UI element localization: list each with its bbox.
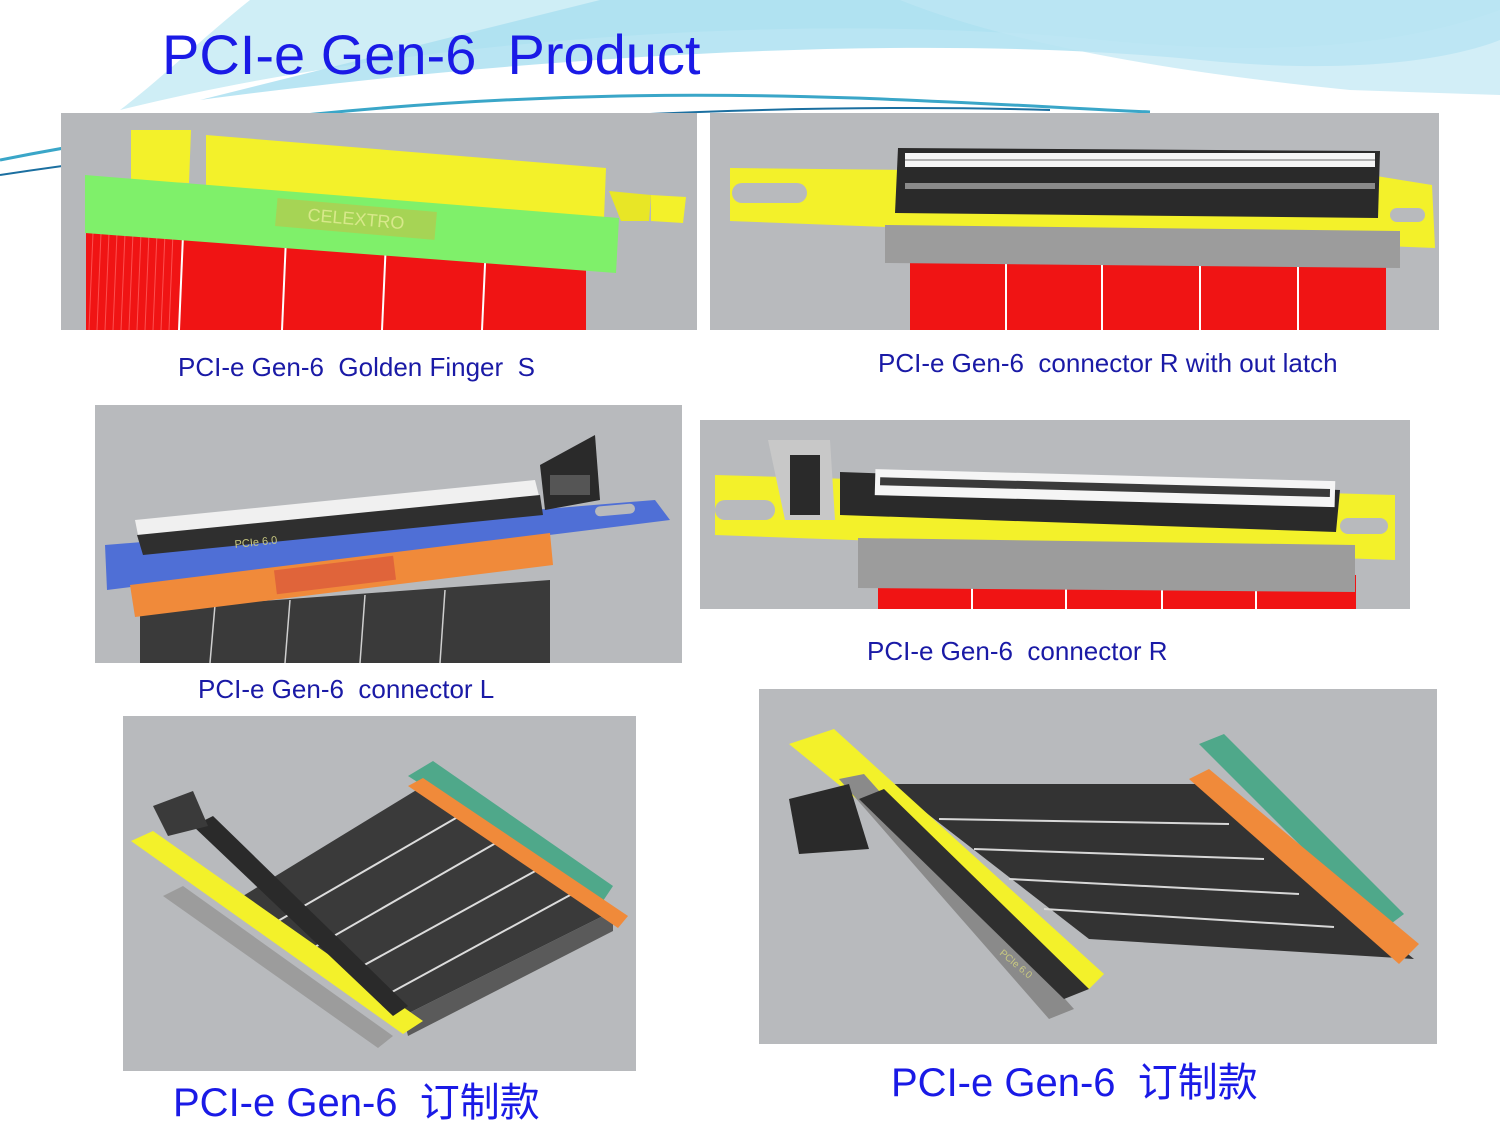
product-image-connector-l: PCIe 6.0 bbox=[95, 405, 682, 663]
product-image-connector-r-no-latch bbox=[710, 113, 1439, 330]
slide-title: PCI-e Gen-6 Product bbox=[162, 23, 701, 86]
header-wave-decoration bbox=[0, 0, 1500, 176]
caption-connector-l: PCI-e Gen-6 connector L bbox=[198, 674, 495, 704]
product-image-golden-finger-s: CELEXTRO bbox=[61, 113, 697, 330]
pcie-logo-l: PCIe 6.0 bbox=[234, 535, 278, 551]
caption-custom-1: PCI-e Gen-6 订制款 bbox=[173, 1081, 540, 1125]
product-image-connector-r bbox=[700, 420, 1410, 609]
caption-connector-r-no-latch: PCI-e Gen-6 connector R with out latch bbox=[878, 348, 1338, 378]
caption-custom-2: PCI-e Gen-6 订制款 bbox=[891, 1061, 1258, 1105]
product-image-custom-1 bbox=[123, 716, 636, 1071]
caption-golden-finger-s: PCI-e Gen-6 Golden Finger S bbox=[178, 352, 535, 382]
product-image-custom-2: PCIe 6.0 bbox=[759, 689, 1437, 1044]
caption-connector-r: PCI-e Gen-6 connector R bbox=[867, 636, 1168, 666]
